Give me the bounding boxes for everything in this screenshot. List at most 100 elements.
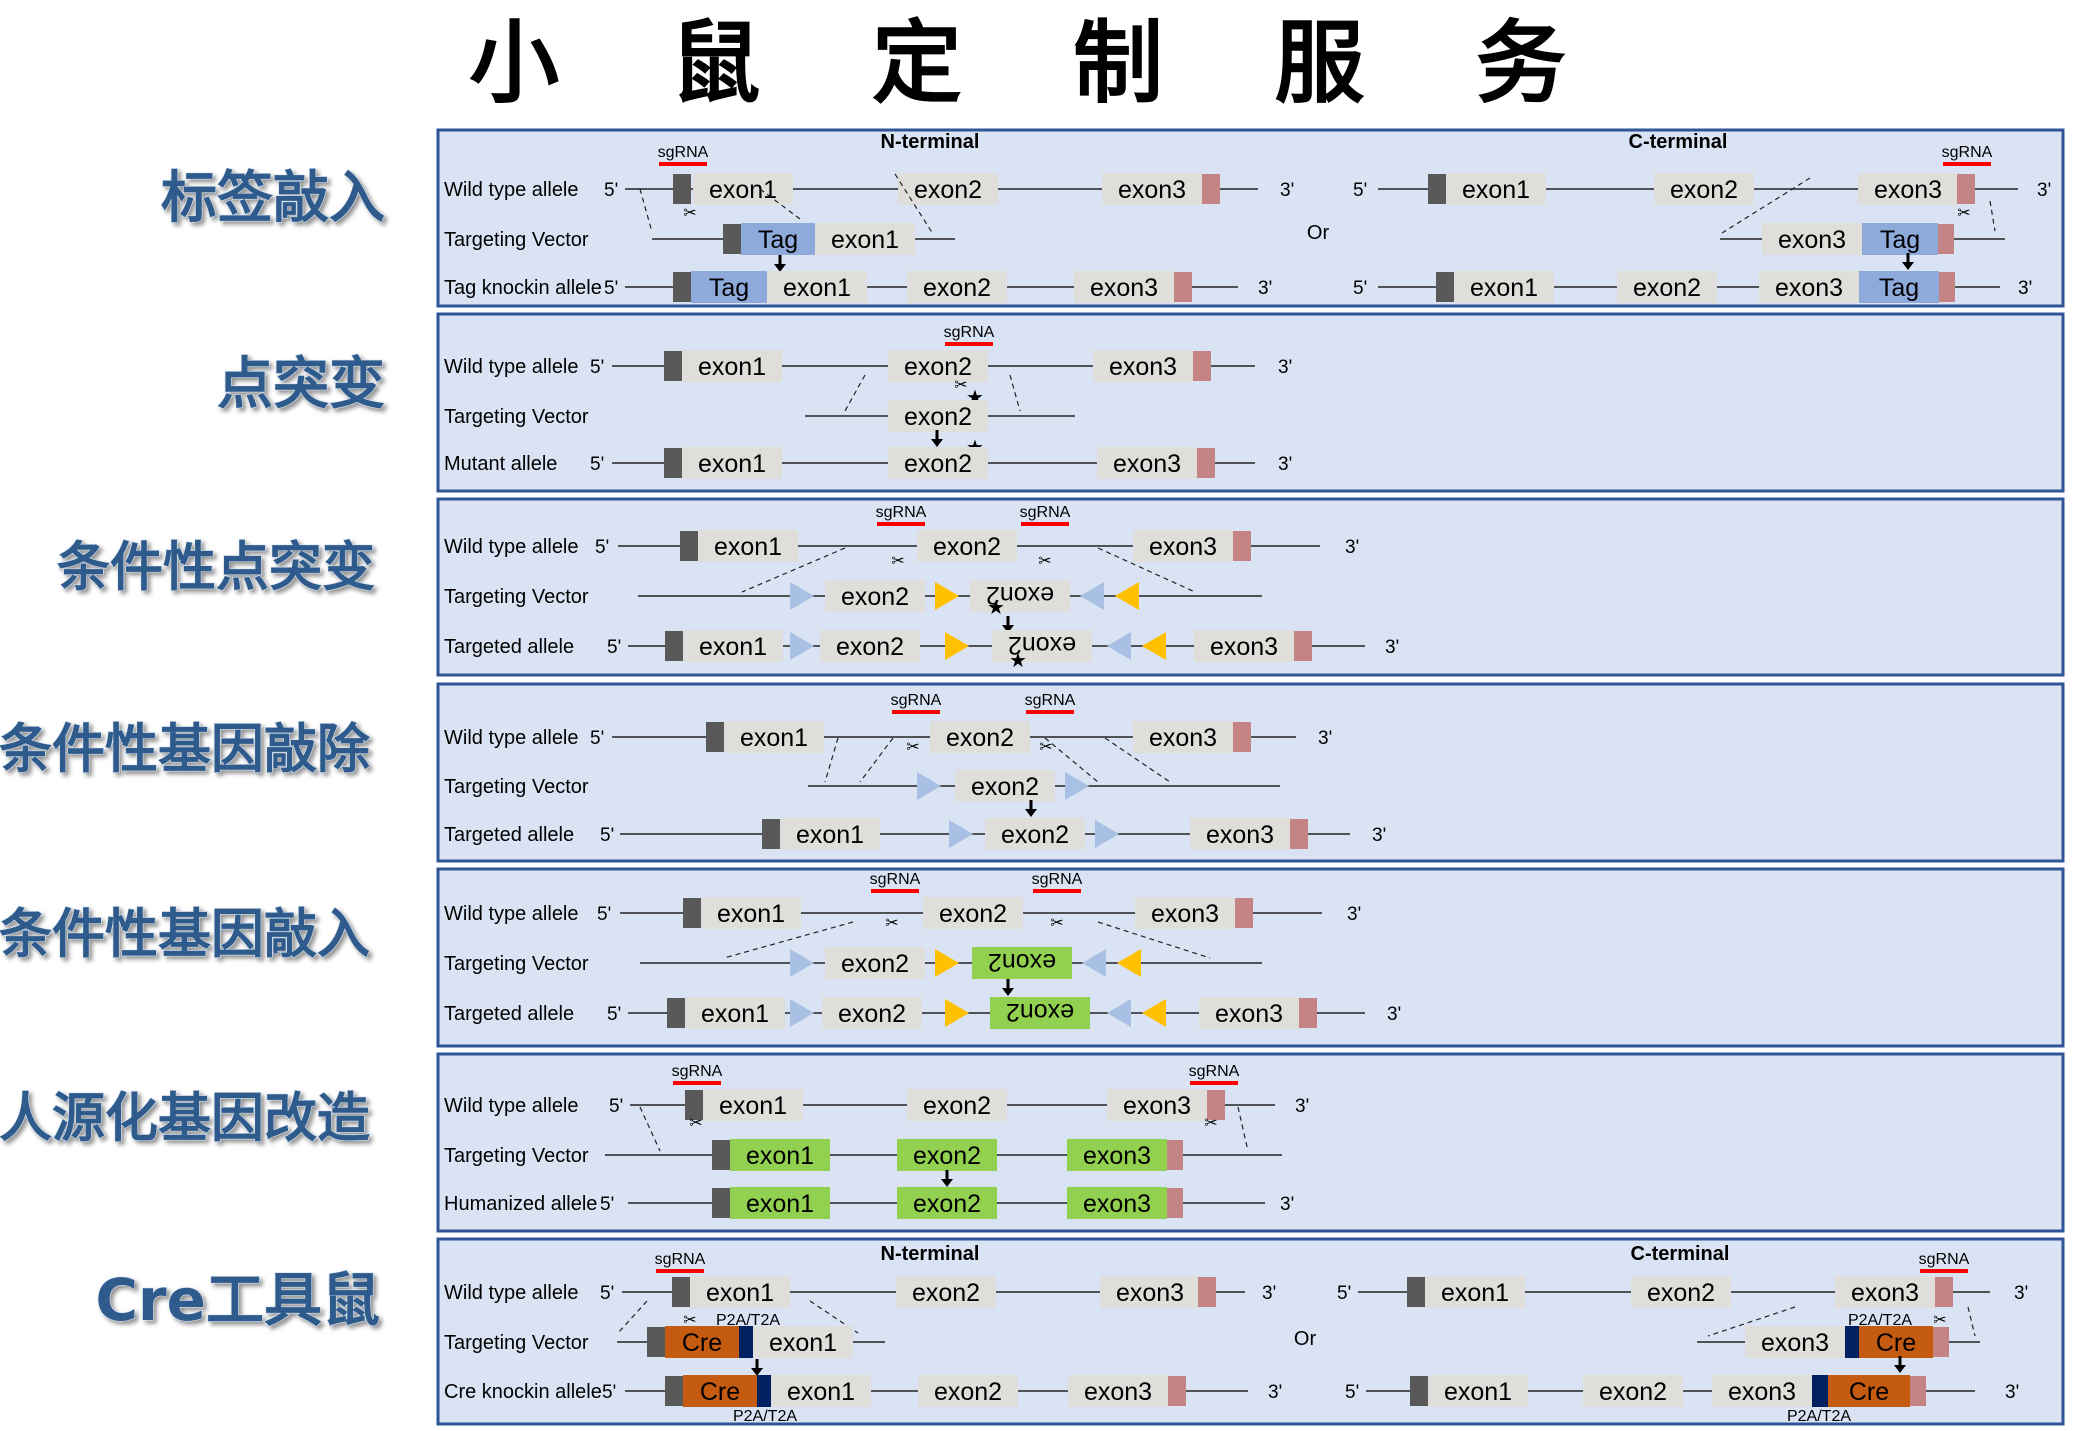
- exon2-box: [907, 1089, 1007, 1121]
- exon2-box-label: exon2: [1008, 631, 1076, 659]
- exon1-box: [698, 530, 798, 562]
- exon3-box: [1133, 530, 1233, 562]
- sgrna-bar: [1021, 522, 1069, 526]
- five-prime-label: 5': [607, 637, 621, 658]
- loxp-site-icon: [790, 632, 814, 660]
- exon2-box-label: exon2: [923, 274, 991, 302]
- sgrna-label: sgRNA: [672, 1063, 723, 1080]
- exon3-box: [1067, 1139, 1167, 1171]
- exon2-box: [917, 530, 1017, 562]
- row-label: Mutant allele: [444, 453, 557, 475]
- exon2-box-label: exon2: [1633, 274, 1701, 302]
- three-prime-label: 3': [2018, 278, 2032, 299]
- exon2-box-label: exon2: [946, 724, 1014, 752]
- exon2-box: [1617, 271, 1717, 303]
- row-label: Targeting Vector: [444, 586, 589, 608]
- exon2-box: [888, 350, 988, 382]
- utr-3-box: [1299, 998, 1317, 1028]
- exon2-box-label: exon2: [1670, 176, 1738, 204]
- utr-5-box: [672, 1277, 690, 1307]
- exon3-box: [1107, 1089, 1207, 1121]
- exon1-box-label: exon1: [746, 1190, 814, 1218]
- exon3-box: [1102, 173, 1202, 205]
- cre-box: [1859, 1326, 1933, 1358]
- n-terminal-label: N-terminal: [881, 131, 980, 153]
- tag-box-label: Tag: [1880, 226, 1920, 254]
- scissors-icon: ✂: [891, 553, 904, 570]
- sgrna-bar: [871, 889, 919, 893]
- utr-5-box: [673, 272, 691, 302]
- down-arrow-icon: [751, 1368, 763, 1376]
- five-prime-label: 5': [609, 1096, 623, 1117]
- sgrna-bar: [1920, 1269, 1968, 1273]
- exon3-box-label: exon3: [1851, 1279, 1919, 1307]
- five-prime-label: 5': [604, 180, 618, 201]
- exon1-box: [780, 818, 880, 850]
- utr-5-box: [664, 351, 682, 381]
- exon2-box-label: exon2: [836, 633, 904, 661]
- exon2-box: [822, 997, 922, 1029]
- row-label: Wild type allele: [444, 903, 579, 925]
- exon2-box: [970, 580, 1070, 612]
- three-prime-label: 3': [2014, 1283, 2028, 1304]
- homology-dashed-line: [741, 547, 846, 593]
- n-terminal-label: N-terminal: [881, 1243, 980, 1265]
- utr-5-box: [1428, 174, 1446, 204]
- sgrna-label: sgRNA: [1025, 692, 1076, 709]
- frt-site-icon: [1142, 632, 1166, 660]
- homology-dashed-line: [894, 173, 934, 235]
- p2a-box: [1812, 1375, 1828, 1407]
- exon3-box-label: exon3: [1083, 1190, 1151, 1218]
- exon2-box: [972, 947, 1072, 979]
- five-prime-label: 5': [590, 728, 604, 749]
- row-label: Targeting Vector: [444, 953, 589, 975]
- exon3-box: [1135, 897, 1235, 929]
- three-prime-label: 3': [1278, 357, 1292, 378]
- exon2-box: [888, 447, 988, 479]
- utr-5-box: [667, 998, 685, 1028]
- utr-5-box: [1436, 272, 1454, 302]
- exon2-box-label: exon2: [914, 176, 982, 204]
- loxp-site-icon: [949, 820, 973, 848]
- utr-5-box: [1410, 1376, 1428, 1406]
- exon2-box-label: exon2: [913, 1190, 981, 1218]
- section-label-5: 条件性基因敲入: [0, 904, 370, 965]
- exon1-box-label: exon1: [1441, 1279, 1509, 1307]
- or-label: Or: [1307, 222, 1330, 244]
- utr-5-box: [712, 1140, 730, 1170]
- exon3-box-label: exon3: [1874, 176, 1942, 204]
- three-prime-label: 3': [1345, 537, 1359, 558]
- utr-3-box: [1294, 631, 1312, 661]
- loxp-site-icon: [790, 582, 814, 610]
- down-arrow-icon: [941, 1179, 953, 1187]
- exon2-box-label: exon2: [904, 403, 972, 431]
- row-label: Wild type allele: [444, 536, 579, 558]
- cre-box: [1828, 1375, 1910, 1407]
- exon2-box: [907, 271, 1007, 303]
- exon1-box: [815, 223, 915, 255]
- down-arrow-icon: [1902, 262, 1914, 270]
- exon1-box-label: exon1: [709, 176, 777, 204]
- exon2-box: [930, 721, 1030, 753]
- scissors-icon: ✂: [1204, 1115, 1217, 1132]
- loxp-site-icon: [917, 772, 941, 800]
- exon2-box-label: exon2: [841, 950, 909, 978]
- three-prime-label: 3': [1387, 1004, 1401, 1025]
- exon3-box-label: exon3: [1118, 176, 1186, 204]
- three-prime-label: 3': [1385, 637, 1399, 658]
- sgrna-label: sgRNA: [658, 144, 709, 161]
- c-terminal-label: C-terminal: [1631, 1243, 1730, 1265]
- scissors-icon: ✂: [954, 377, 967, 394]
- frt-site-icon: [935, 949, 959, 977]
- scissors-icon: ✂: [1038, 553, 1051, 570]
- exon2-box: [897, 1139, 997, 1171]
- loxp-site-icon: [790, 999, 814, 1027]
- five-prime-label: 5': [597, 904, 611, 925]
- section-label-7: Cre工具鼠: [95, 1266, 380, 1334]
- utr-5-box: [665, 631, 683, 661]
- tag-box-label: Tag: [758, 226, 798, 254]
- exon2-box: [985, 818, 1085, 850]
- exon1-box: [682, 447, 782, 479]
- five-prime-label: 5': [600, 825, 614, 846]
- exon3-box: [1835, 1276, 1935, 1308]
